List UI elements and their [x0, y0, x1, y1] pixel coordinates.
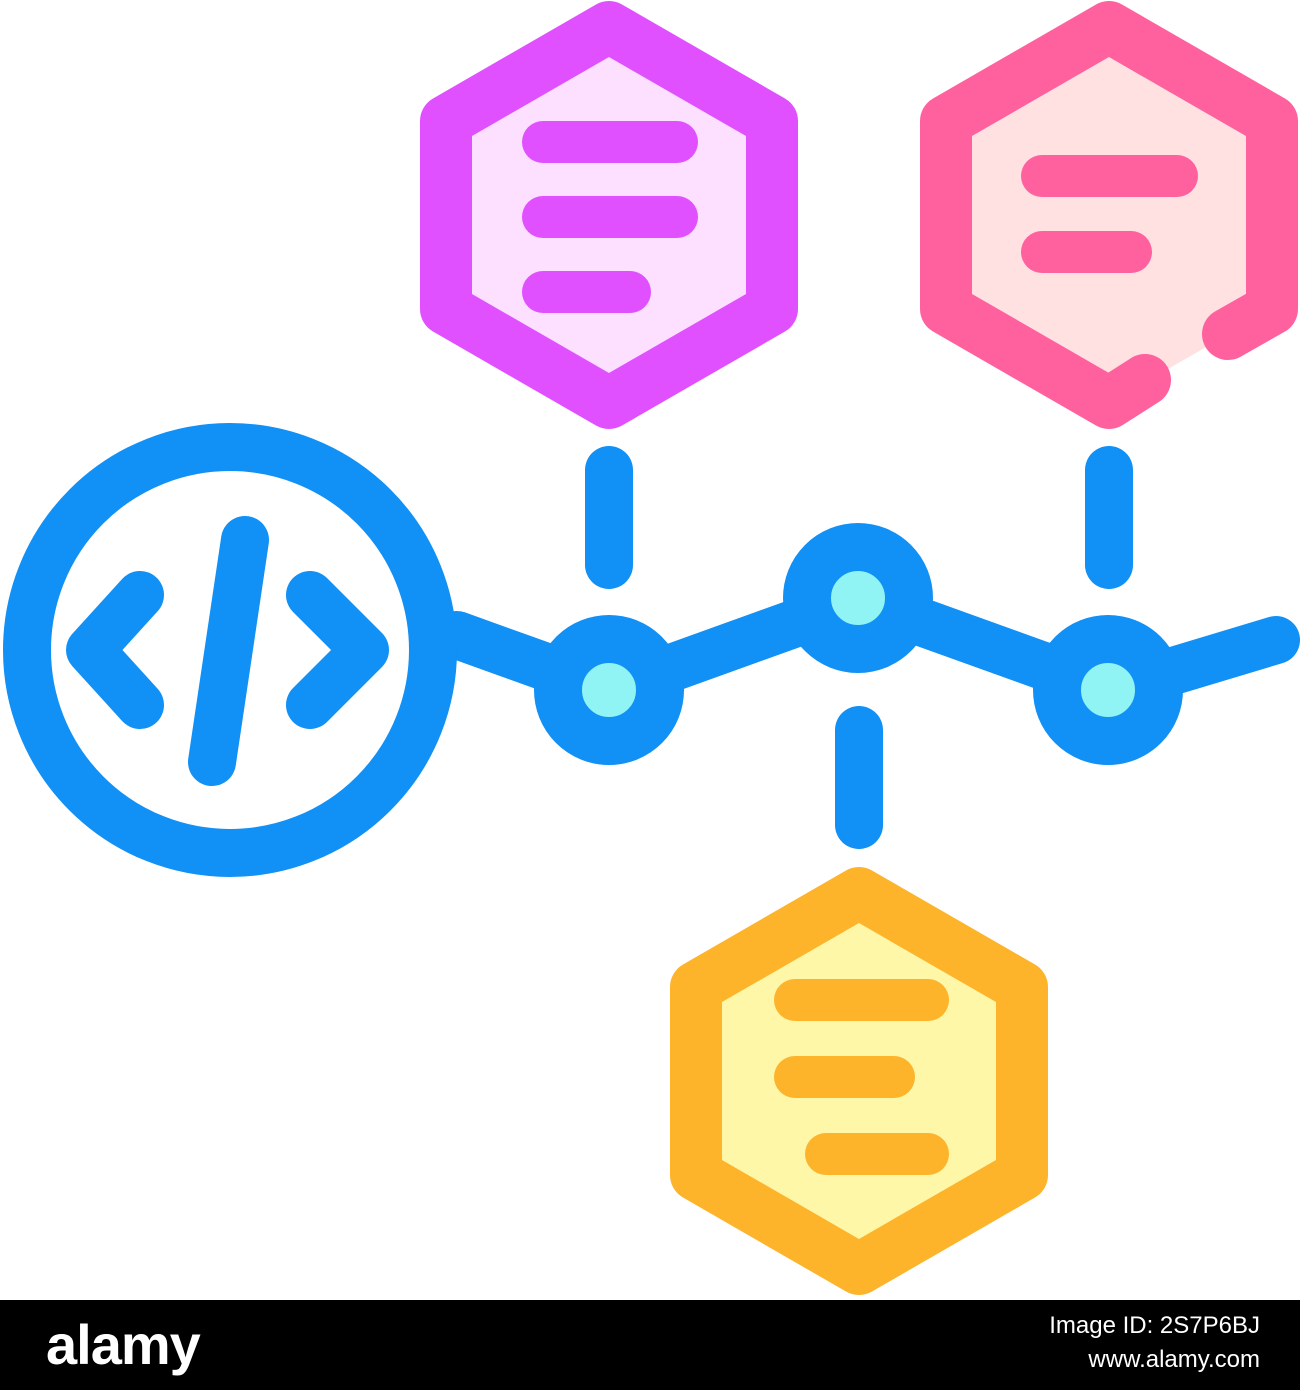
code-network-illustration — [3, 1, 1300, 1295]
network-node-icon — [1033, 615, 1183, 765]
network-node-icon — [783, 523, 933, 673]
image-url-label: www.alamy.com — [1088, 1346, 1260, 1373]
watermark-footer: alamy Image ID: 2S7P6BJ www.alamy.com — [0, 1300, 1300, 1390]
pink-hexagon-document-icon — [920, 1, 1298, 429]
orange-hexagon-document-icon — [670, 867, 1048, 1295]
code-circle-icon — [3, 423, 457, 877]
brand-logo: alamy — [46, 1313, 201, 1376]
image-id-label: Image ID: 2S7P6BJ — [1049, 1312, 1260, 1339]
purple-hexagon-document-icon — [420, 1, 798, 429]
network-node-icon — [534, 615, 684, 765]
